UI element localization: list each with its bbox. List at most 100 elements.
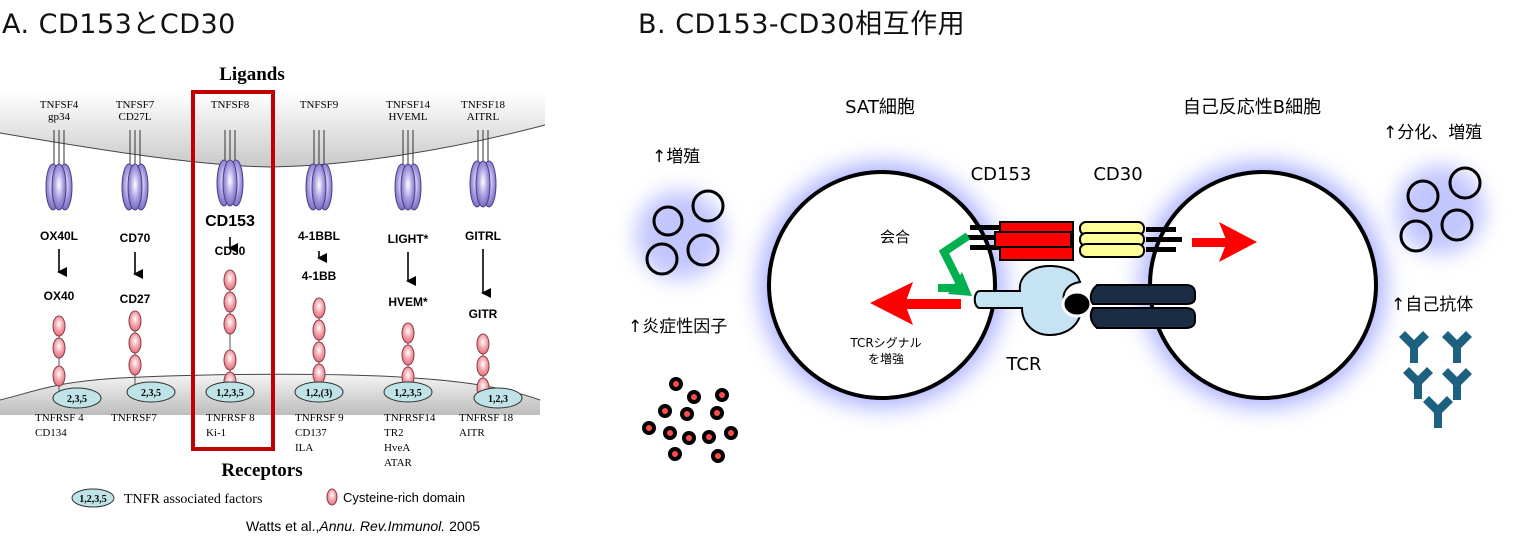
inflammatory-factor — [715, 388, 729, 402]
legend-traf: 1,2,3,5 TNFR associated factors — [71, 488, 262, 508]
autoantibody-label: ↑自己抗体 — [1391, 295, 1473, 315]
ligand-label: CD153 — [205, 213, 255, 230]
cysteine-rich-domain — [223, 313, 237, 335]
cysteine-rich-domain — [128, 310, 142, 332]
cd30-label: CD30 — [1093, 164, 1142, 185]
cysteine-rich-domain — [401, 344, 415, 366]
receptor-gene-name: ATAR — [384, 457, 413, 469]
panel-a-title: A. CD153とCD30 — [2, 9, 236, 40]
cd30-molecule — [1079, 221, 1182, 258]
sat-cell-label: SAT細胞 — [845, 97, 915, 118]
ligand-trimer — [51, 163, 67, 211]
citation: Watts et al.,Annu. Rev.Immunol. 2005 — [246, 518, 480, 534]
cysteine-rich-domain — [312, 319, 326, 341]
mhc-molecule — [1089, 284, 1196, 329]
cysteine-rich-domain — [52, 337, 66, 359]
traf-oval — [294, 381, 344, 403]
receptor-label: GITR — [469, 307, 498, 321]
antibody-icon — [1403, 367, 1433, 399]
receptor-label: OX40 — [44, 289, 75, 303]
cysteine-rich-domain — [223, 291, 237, 313]
receptor-label: HVEM* — [388, 295, 428, 309]
cd153-label: CD153 — [971, 164, 1032, 185]
ligand-label: 4-1BBL — [298, 229, 340, 243]
panel-b-title: B. CD153-CD30相互作用 — [638, 9, 966, 40]
traf-oval — [52, 387, 102, 409]
cysteine-rich-domain — [312, 297, 326, 319]
traf-oval — [473, 387, 523, 409]
cysteine-rich-domain — [223, 349, 237, 371]
inflammatory-factor — [687, 390, 701, 404]
b-cell-label: 自己反応性B細胞 — [1183, 97, 1321, 118]
cysteine-rich-domain — [476, 333, 490, 355]
inflammatory-factor — [642, 421, 656, 435]
cysteine-rich-domain — [128, 354, 142, 376]
ligand-label: GITRL — [465, 229, 501, 243]
proliferating-cells-left — [645, 189, 725, 276]
inflammatory-factor — [724, 426, 738, 440]
traf-oval — [383, 381, 433, 403]
ligand-label: LIGHT* — [388, 232, 429, 246]
inflammatory-factor — [658, 404, 672, 418]
cysteine-rich-domain — [223, 269, 237, 291]
receptor-gene-name: CD137 — [295, 427, 327, 439]
cysteine-rich-domain — [476, 355, 490, 377]
receptor-label: CD27 — [120, 292, 151, 306]
association-arrowhead — [948, 272, 972, 296]
inflammatory-factor — [663, 426, 677, 440]
inflammatory-factor — [668, 447, 682, 461]
receptor-gene-name: HveA — [384, 442, 410, 454]
antibody-icon — [1423, 396, 1453, 428]
cysteine-rich-domain — [52, 315, 66, 337]
inflammatory-factors-dots — [642, 377, 738, 463]
traf-oval — [205, 381, 255, 403]
inflammatory-factor — [702, 430, 716, 444]
proliferating-cells-right — [1399, 166, 1482, 253]
ligands-heading: Ligands — [219, 64, 284, 85]
tcr-label: TCR — [1005, 354, 1041, 375]
ligand-trimer — [475, 160, 491, 208]
cysteine-rich-domain — [52, 365, 66, 387]
cd30-signal-arrow — [1192, 222, 1257, 262]
inflammatory-factor — [669, 377, 683, 391]
cysteine-rich-domain — [128, 332, 142, 354]
legend-crd: Cysteine-rich domain — [326, 488, 465, 506]
legend-traf-label: TNFR associated factors — [124, 492, 262, 507]
citation-journal: Annu. Rev.Immunol. — [318, 518, 445, 534]
inflammatory-factor — [710, 406, 724, 420]
cd153-cd30-highlight-box — [191, 90, 275, 451]
cd153-molecule — [966, 221, 1074, 261]
inflammatory-factors-label: ↑炎症性因子 — [628, 317, 727, 337]
inflammatory-factor — [680, 407, 694, 421]
receptor-gene-name: Ki-1 — [206, 427, 226, 439]
cd153-cd30-interaction-diagram: SAT細胞 自己反応性B細胞 CD153 CD30 TCR 会合 TCRシグナル… — [628, 97, 1485, 463]
association-arrow — [938, 232, 971, 292]
citation-authors: Watts et al., — [246, 518, 319, 534]
receptor-gene-name: TR2 — [384, 427, 404, 439]
ligand-label: OX40L — [40, 229, 78, 243]
cysteine-rich-domain — [401, 322, 415, 344]
receptor-gene-name: CD134 — [35, 427, 67, 439]
legend-crd-label: Cysteine-rich domain — [343, 490, 465, 505]
inflammatory-factor — [711, 449, 725, 463]
cysteine-rich-domain — [312, 341, 326, 363]
ligand-trimer — [400, 163, 416, 211]
sat-cell — [767, 170, 997, 400]
receptors-heading: Receptors — [221, 460, 302, 481]
antibody-icon — [1399, 331, 1429, 363]
ligand-trimer — [222, 159, 238, 207]
traf-oval — [126, 381, 176, 403]
differentiation-label: ↑分化、増殖 — [1383, 123, 1482, 143]
citation-year: 2005 — [445, 518, 480, 534]
autoantibodies — [1399, 331, 1472, 428]
proliferation-label: ↑増殖 — [652, 147, 700, 167]
receptor-label: 4-1BB — [302, 269, 337, 283]
peptide-antigen — [1061, 290, 1093, 318]
cysteine-rich-domain — [312, 363, 326, 385]
receptor-gene-name: AITR — [459, 427, 485, 439]
receptor-gene-name: ILA — [295, 442, 313, 454]
antibody-icon — [1442, 368, 1472, 400]
tcr-signal-arrow — [870, 282, 961, 325]
ligand-trimer — [311, 163, 327, 211]
